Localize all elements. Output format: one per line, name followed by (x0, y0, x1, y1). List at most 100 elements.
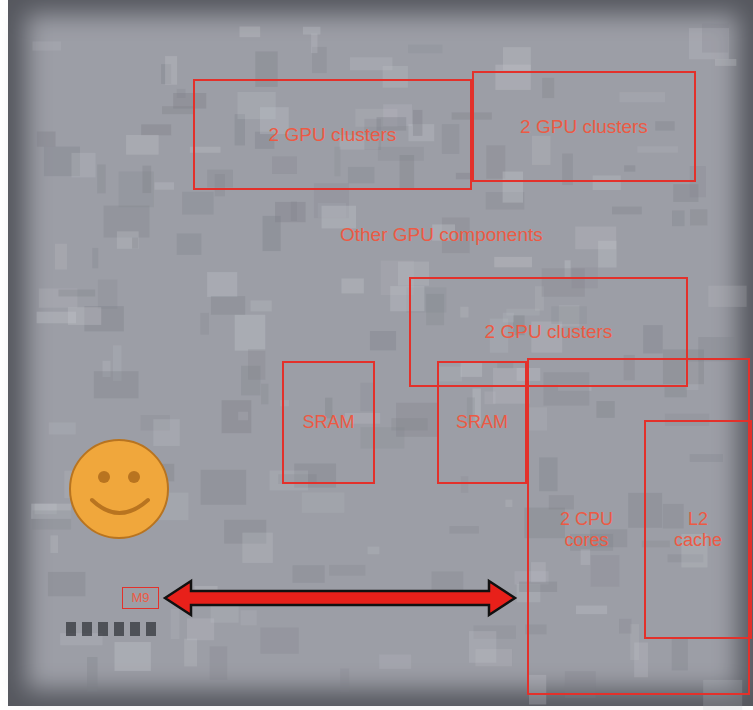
die-block (442, 124, 459, 154)
region-label: M9 (131, 591, 149, 606)
die-block (576, 606, 607, 615)
die-block (591, 555, 620, 587)
die-block (438, 367, 462, 382)
die-block (672, 210, 685, 226)
die-block (449, 526, 478, 534)
die-block (200, 313, 209, 335)
region-box: 2 GPU clusters (193, 79, 472, 190)
die-block (524, 508, 565, 539)
box-text: 2 CPU cores (529, 420, 644, 639)
region-box: 2 GPU clusters (472, 71, 696, 182)
die-block (519, 582, 557, 592)
die-block (378, 147, 424, 161)
die-block (210, 646, 227, 679)
die-block (235, 315, 266, 351)
region-box: M9 (122, 587, 159, 609)
die-block (360, 427, 404, 448)
die-block (619, 619, 631, 634)
bond-pad (130, 622, 140, 636)
box-text: 2 GPU clusters (195, 81, 470, 188)
smiley-face (70, 440, 168, 538)
box-text: SRAM (284, 363, 373, 482)
die-block (690, 209, 707, 225)
die-block (663, 504, 684, 528)
bond-pad (98, 622, 108, 636)
die-block (408, 45, 442, 53)
bond-pad (66, 622, 76, 636)
die-block (94, 371, 139, 398)
die-block (370, 331, 396, 350)
die-block (272, 156, 297, 174)
die-block (461, 476, 468, 492)
die-block (241, 610, 257, 625)
die-edge (8, 0, 753, 706)
die-block (665, 387, 687, 397)
die-block (248, 349, 265, 379)
die-block (531, 562, 546, 582)
die-block (177, 89, 186, 98)
die-block (32, 41, 61, 50)
region-label: SRAM (456, 412, 508, 433)
smiley-head (70, 440, 168, 538)
die-block (165, 56, 177, 85)
die-block (211, 604, 239, 622)
die-block (184, 639, 197, 667)
die-block (58, 290, 95, 297)
die-block (655, 121, 674, 130)
die-block (348, 167, 374, 183)
die-block (413, 110, 422, 136)
die-block (383, 66, 408, 88)
die-block (117, 231, 139, 248)
die-block (242, 533, 272, 563)
die-block (32, 510, 71, 529)
die-block (291, 201, 297, 220)
die-block (182, 192, 213, 215)
die-block (222, 400, 252, 433)
box-text: M9 (123, 588, 158, 608)
die-block (261, 384, 268, 405)
die-block (539, 457, 557, 491)
die-block (260, 627, 298, 653)
die-block (593, 175, 621, 190)
die-block (132, 238, 138, 249)
die-block (329, 565, 365, 576)
die-block (255, 51, 277, 86)
die-block (162, 106, 194, 114)
die-surface (26, 14, 738, 690)
double-arrow (165, 581, 515, 615)
die-block (48, 572, 85, 596)
area-label: Other GPU components (340, 224, 543, 246)
die-block (690, 454, 723, 462)
die-block (126, 135, 159, 155)
region-label: SRAM (302, 412, 354, 433)
die-block (171, 609, 180, 639)
die-block (494, 257, 532, 267)
die-block (251, 300, 272, 311)
die-block (503, 313, 514, 323)
region-label: 2 GPU clusters (269, 124, 397, 146)
die-block (643, 325, 663, 353)
die-block (114, 642, 150, 671)
die-block (303, 27, 321, 35)
region-box: L2 cache (644, 420, 752, 639)
die-block (71, 153, 95, 178)
die-block (486, 145, 505, 178)
die-block (340, 669, 349, 693)
region-label: L2 cache (668, 509, 728, 550)
die-block (529, 675, 546, 705)
die-block (49, 422, 76, 434)
die-block (201, 470, 246, 505)
die-block (98, 280, 117, 309)
bond-pad (114, 622, 124, 636)
die-block (390, 286, 424, 311)
die-block (55, 244, 67, 270)
region-label: 2 CPU cores (552, 509, 622, 550)
die-block (624, 165, 635, 171)
die-block (634, 642, 648, 677)
die-block (92, 248, 98, 268)
die-block (542, 268, 585, 296)
die-block (460, 307, 468, 318)
die-block (270, 470, 308, 490)
die-block (368, 547, 380, 555)
die-block (612, 207, 642, 215)
